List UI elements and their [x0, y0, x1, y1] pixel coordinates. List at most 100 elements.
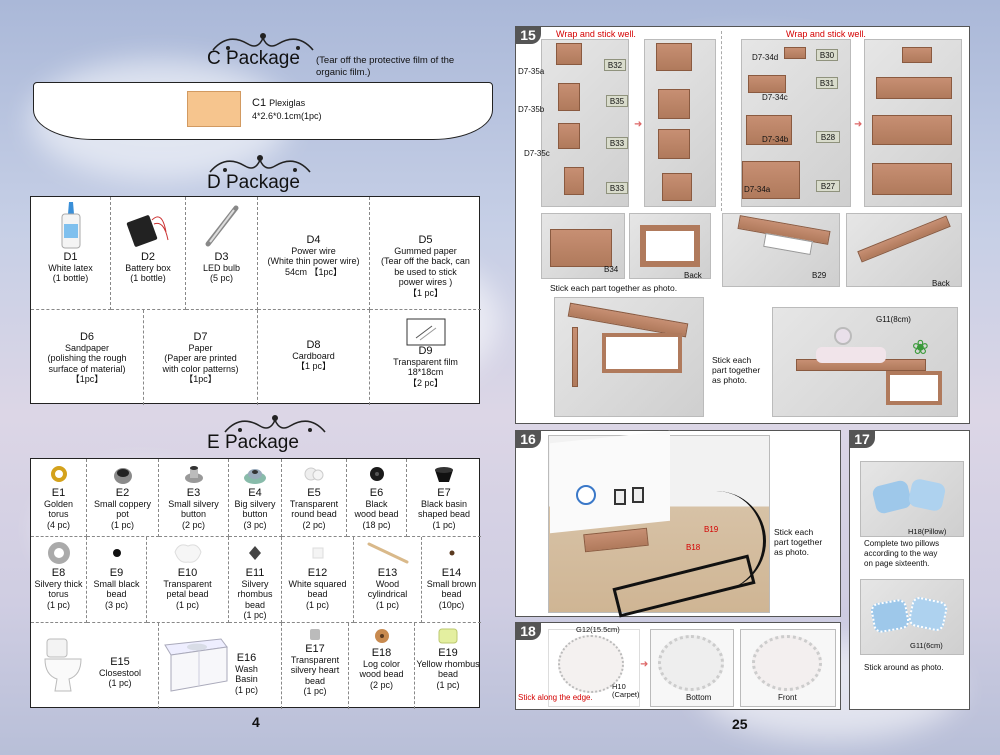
step-15-header-left: Wrap and stick well. — [556, 29, 636, 39]
d3-cell: D3 LED bulb (5 pc) — [186, 197, 258, 310]
card-b35: B35 — [606, 95, 628, 107]
e18-line: wood bead — [359, 669, 404, 679]
wall-clock — [576, 485, 596, 505]
rhombus-bead-icon — [249, 546, 261, 560]
e10-line: petal bead — [166, 589, 209, 599]
e2-line: pot — [116, 509, 129, 519]
d4-cell: D4 Power wire (White thin power wire) 54… — [258, 197, 370, 310]
step-17-caption-1: Complete two pillows — [864, 539, 940, 548]
tag-b19: B19 — [704, 525, 719, 534]
step-17-caption-1: on page sixteenth. — [864, 559, 930, 568]
small-brown-bead-icon — [449, 550, 454, 556]
battery-box-icon — [126, 215, 169, 247]
d3-code: D3 — [214, 251, 229, 263]
tag-back-right: Back — [932, 279, 950, 288]
left-page: C Package (Tear off the protective film … — [30, 33, 493, 730]
d3-line: (5 pc) — [209, 273, 233, 283]
e18-code: E18 — [371, 647, 392, 659]
d6-code: D6 — [79, 331, 95, 343]
d-package-title: D Package — [207, 172, 300, 193]
d3-line: LED bulb — [202, 262, 241, 273]
label-d7-35b: D7-35b — [518, 105, 545, 114]
card-b28: B28 — [816, 131, 840, 143]
tag-back-left: Back — [684, 271, 702, 280]
e2-cell: E2 Small coppery pot (1 pc) — [87, 459, 159, 537]
card-b31: B31 — [816, 77, 838, 89]
e14-cell: E14 Small brown bead (10pc) — [422, 537, 481, 623]
step-16-panel: 16 B18 B19 Stick each part together as p… — [515, 430, 841, 618]
black-wood-bead-icon — [369, 467, 384, 481]
d4-line: Power wire — [291, 245, 336, 256]
c-package-note: (Tear off the protective film of the org… — [316, 55, 455, 78]
d6-line: surface of material) — [48, 363, 126, 374]
e8-cell: E8 Silvery thick torus (1 pc) — [31, 537, 87, 623]
e5-code: E5 — [307, 487, 321, 499]
e12-cell: E12 White squared bead (1 pc) — [282, 537, 354, 623]
e12-line: White squared — [288, 578, 347, 589]
c1-name: Plexiglas — [269, 98, 306, 108]
assembled-desk-leg — [572, 327, 578, 387]
ornament-e — [224, 415, 326, 433]
page-number-left: 4 — [252, 714, 260, 730]
e19-cell: E19 Yellow rhombus bead (1 pc) — [415, 623, 481, 709]
wood-piece — [784, 47, 806, 59]
e16-line: Basin — [235, 674, 258, 684]
e8-line: torus — [48, 589, 69, 599]
arrow-icon: ➜ — [634, 119, 643, 130]
label-d7-34c: D7-34c — [762, 93, 788, 102]
heart-bead-icon — [310, 629, 320, 640]
c-package-box: C1 Plexiglas 4*2.6*0.1cm(1pc) — [33, 82, 493, 140]
e17-code: E17 — [305, 643, 325, 655]
right-page: 15 Wrap and stick well. Wrap and stick w… — [500, 0, 1000, 755]
wood-result — [872, 163, 952, 195]
wall-picture — [614, 489, 626, 505]
wood-piece — [564, 167, 584, 195]
label-d7-34d: D7-34d — [752, 53, 779, 62]
card-b33: B33 — [606, 137, 628, 149]
e11-line: Silvery — [241, 578, 269, 589]
label-front: Front — [778, 693, 797, 702]
e7-code: E7 — [437, 487, 451, 499]
d2-line: Battery box — [125, 262, 171, 273]
silvery-button-icon — [184, 466, 203, 483]
e6-line: Black — [365, 498, 388, 509]
d8-cell: D8 Cardboard 【1 pc】 — [258, 310, 370, 405]
e15-cell: E15 Closestool (1 pc) — [31, 623, 159, 709]
e13-line: cylindrical — [367, 589, 408, 599]
white-squared-bead-icon — [312, 547, 323, 559]
wood-result — [658, 129, 690, 159]
wood-result — [902, 47, 932, 63]
e9-line: (3 pc) — [104, 599, 128, 610]
d5-line: 【1 pc】 — [407, 287, 443, 298]
ornament-c — [212, 33, 314, 51]
tag-h18-pillow: H18(Pillow) — [908, 527, 947, 536]
e13-code: E13 — [377, 567, 398, 579]
tag-g12: G12(15.5cm) — [576, 625, 620, 634]
d6-line: (polishing the rough — [47, 353, 127, 363]
e1-cell: E1 Golden torus (4 pc) — [31, 459, 87, 537]
e9-line: bead — [106, 589, 127, 599]
step-15-caption-2: as photo. — [712, 375, 747, 385]
e7-cell: E7 Black basin shaped bead (1 pc) — [407, 459, 481, 537]
wood-piece — [558, 83, 580, 111]
d5-line: be used to stick — [394, 266, 457, 277]
e9-code: E9 — [109, 567, 124, 579]
d4-line: 54cm 【1pc】 — [284, 266, 343, 277]
e10-line: Transparent — [163, 578, 212, 589]
e11-cell: E11 Silvery rhombus bead (1 pc) — [229, 537, 282, 623]
e6-line: (18 pc) — [362, 519, 391, 530]
e7-line: Black basin — [420, 498, 468, 509]
e19-line: Yellow rhombus — [416, 658, 480, 669]
e16-code: E16 — [236, 652, 257, 664]
e3-code: E3 — [186, 487, 201, 499]
e9-cell: E9 Small black bead (3 pc) — [87, 537, 147, 623]
room-rail-arc — [716, 491, 766, 591]
d8-line: Cardboard — [292, 350, 335, 361]
e12-line: bead — [307, 589, 328, 599]
cabinet-shape — [550, 229, 612, 267]
e3-cell: E3 Small silvery button (2 pc) — [159, 459, 229, 537]
d6-line: 【1pc】 — [70, 374, 104, 384]
e1-line: (4 pc) — [46, 519, 70, 530]
d7-code: D7 — [193, 331, 208, 343]
wood-piece — [558, 123, 580, 149]
